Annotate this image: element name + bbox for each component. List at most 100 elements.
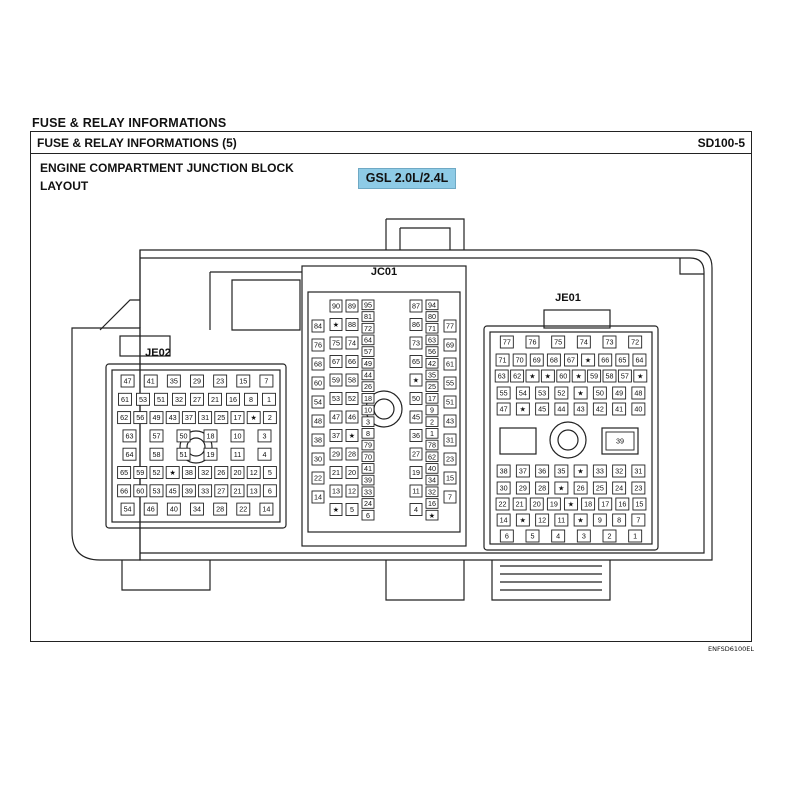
jc01-terminal-cell — [425, 451, 439, 463]
jc01-terminal-cell — [361, 393, 375, 404]
jc01-terminal: 47 — [332, 413, 340, 422]
jc01-terminal-cell — [361, 357, 375, 369]
je02-terminal-cell — [246, 466, 261, 479]
je01-terminal-cell — [571, 369, 586, 383]
jc01-terminal-cell — [409, 484, 423, 498]
jc01-terminal-cell — [361, 451, 375, 463]
jc01-terminal: 56 — [428, 347, 436, 356]
je02-terminal-cell — [262, 484, 277, 498]
jc01-terminal: 74 — [348, 339, 356, 348]
jc01-terminal: 58 — [348, 376, 356, 385]
je02-terminal-cell — [149, 429, 164, 443]
jc01-terminal-cell — [361, 474, 375, 486]
je01-terminal: 66 — [601, 356, 609, 365]
je01-terminal-cell — [525, 529, 540, 543]
jc01-terminal-cell — [345, 410, 359, 424]
jc01-terminal: 7 — [448, 493, 452, 502]
jc01-terminal-cell — [425, 463, 439, 474]
je01-terminal-cell — [525, 335, 540, 349]
jc01-terminal: 26 — [364, 382, 372, 391]
jc01-terminal-cell — [361, 509, 375, 521]
jc01-terminal-cell — [409, 466, 423, 479]
jc01-terminal-cell — [409, 503, 423, 516]
je01-terminal: 5 — [531, 532, 535, 541]
jc01-terminal-cell — [329, 466, 343, 479]
je01-terminal-cell — [529, 353, 544, 367]
je02-terminal-cell — [118, 392, 132, 406]
je01-terminal-cell — [592, 481, 607, 495]
je02-terminal: 7 — [264, 377, 268, 386]
jc01-terminal: 51 — [446, 398, 454, 407]
je01-terminal-cell — [581, 353, 596, 367]
je02-terminal-cell — [259, 374, 274, 388]
je01-terminal: ★ — [520, 516, 526, 525]
je02-terminal-cell — [208, 392, 222, 406]
je01-terminal-cell — [515, 513, 530, 527]
connector-labels: JE02 JC01 JE01 — [145, 266, 581, 359]
jc01-terminal: 12 — [348, 487, 356, 496]
je02-terminal-cell — [214, 484, 229, 498]
jc01-terminal-cell — [311, 471, 325, 485]
jc01-terminal: 32 — [428, 487, 436, 496]
jc01-terminal-cell — [329, 429, 343, 442]
jc01-terminal-cell — [425, 369, 439, 381]
je02-terminal-cell — [181, 466, 196, 479]
je02-terminal: 19 — [207, 450, 215, 459]
je02-terminal: 39 — [185, 486, 193, 495]
jc01-terminal: 4 — [414, 505, 418, 514]
je02-terminal: 26 — [217, 468, 225, 477]
je01-terminal-cell — [573, 513, 588, 527]
je02-terminal: 14 — [262, 505, 270, 514]
je01-terminal-cell — [615, 353, 630, 367]
jc01-terminal-cell — [409, 299, 423, 313]
je01-terminal-cell — [592, 513, 607, 527]
je01-terminal-cell — [631, 402, 646, 416]
je01-terminal: 26 — [577, 484, 585, 493]
je01-terminal: 74 — [580, 338, 588, 347]
je02-terminal: 52 — [153, 468, 161, 477]
je01-terminal: 32 — [615, 467, 623, 476]
je02-terminal: 51 — [157, 395, 165, 404]
je02-terminal-cell — [246, 411, 261, 425]
je02-terminal: 37 — [185, 413, 193, 422]
jc01-terminal: 24 — [364, 499, 372, 508]
section-title: FUSE & RELAY INFORMATIONS — [32, 116, 227, 130]
jc01-terminal-cell — [425, 498, 439, 509]
je02-terminal-cell — [143, 374, 158, 388]
jc01-terminal-cell — [329, 484, 343, 498]
je01-terminal: 77 — [503, 338, 511, 347]
jc01-terminal: 3 — [366, 417, 370, 426]
je02-terminal-cell — [133, 484, 148, 498]
je02-terminal-cell — [120, 374, 135, 388]
jc01-terminal: 6 — [366, 511, 370, 520]
je02-terminal-cell — [213, 502, 228, 516]
page-code: SD100-5 — [697, 136, 745, 150]
je02-terminal: 56 — [136, 413, 144, 422]
je02-terminal-cell — [165, 411, 180, 425]
je02-terminal: 16 — [229, 395, 237, 404]
je01-terminal-cell — [564, 497, 578, 511]
jc01-terminal-cell — [443, 414, 457, 428]
je02-terminal-cell — [246, 484, 261, 498]
je02-terminal: 50 — [180, 432, 188, 441]
je01-terminal-cell — [602, 369, 617, 383]
je01-terminal-cell — [535, 481, 550, 495]
jc01-terminal: 55 — [446, 379, 454, 388]
je01-terminal: 8 — [617, 516, 621, 525]
jc01-terminal-cell — [329, 299, 343, 313]
je01-terminal-cell — [573, 402, 588, 416]
je02-terminal: 13 — [250, 486, 258, 495]
jc01-terminal-cell — [345, 299, 359, 313]
jc01-terminal: 76 — [314, 341, 322, 350]
je01-terminal: 36 — [538, 467, 546, 476]
je01-terminal-cell — [551, 335, 566, 349]
jc01-terminal: 11 — [412, 487, 419, 496]
je02-terminal-cell — [230, 411, 245, 425]
jc01-terminal: 49 — [364, 359, 372, 368]
jc01-terminal-cell — [425, 428, 439, 439]
je01-terminal-cell — [573, 481, 588, 495]
je01-terminal: 22 — [499, 500, 507, 509]
je02-terminal-cell — [149, 411, 164, 425]
je01-terminal: 53 — [538, 389, 546, 398]
je02-terminal-cell — [190, 502, 204, 516]
